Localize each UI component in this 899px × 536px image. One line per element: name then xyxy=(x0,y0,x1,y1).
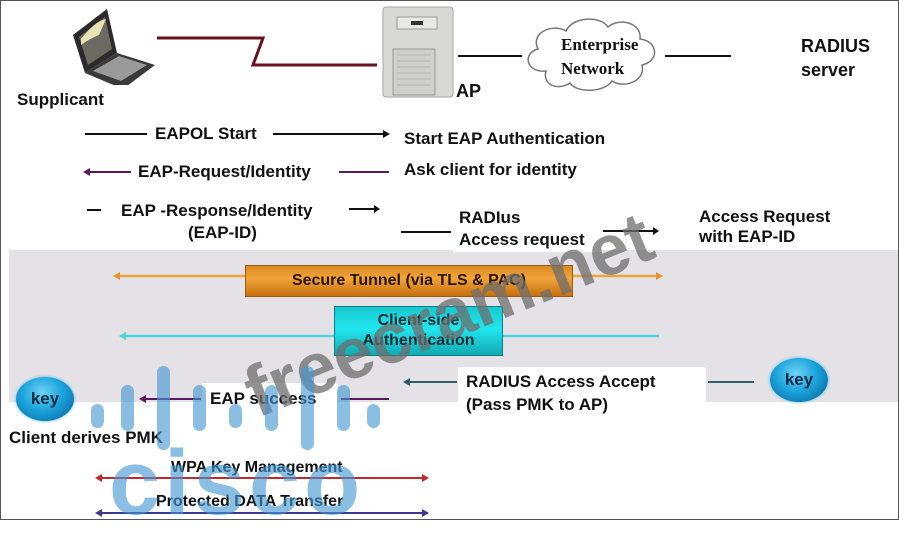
network-label-line1: Enterprise xyxy=(561,35,639,54)
access-point-icon xyxy=(382,6,454,98)
radius-request-arrow-tail xyxy=(401,231,451,233)
radius-accept-arrow xyxy=(403,378,457,386)
wireless-link xyxy=(157,36,377,67)
cloud-icon xyxy=(527,18,656,91)
wpa-key-mgmt-arrow xyxy=(95,474,429,482)
wpa-key-mgmt-label: WPA Key Management xyxy=(171,459,343,476)
start-eap-auth-label: Start EAP Authentication xyxy=(404,129,606,148)
server-key-label: key xyxy=(784,370,814,389)
protected-data-arrow xyxy=(95,509,429,517)
radius-access-accept-label-line1: RADIUS Access Accept xyxy=(466,372,656,391)
client-side-auth-label-line1: Client-side xyxy=(377,312,460,329)
secure-tunnel-box: Secure Tunnel (via TLS & PAC) xyxy=(245,265,573,297)
server-key-icon: key xyxy=(770,358,828,402)
radius-access-request-label-line2: Access request xyxy=(459,230,585,249)
eapol-start-label: EAPOL Start xyxy=(155,124,257,143)
eap-success-arrow-tail xyxy=(341,398,389,400)
secure-tunnel-label: Secure Tunnel (via TLS & PAC) xyxy=(291,272,527,289)
radius-accept-arrow-tail xyxy=(708,381,754,383)
eap-success-label: EAP success xyxy=(210,389,317,408)
eap-request-arrow-tail xyxy=(339,171,389,173)
ap-label: AP xyxy=(456,81,482,101)
eap-request-arrow xyxy=(83,168,131,176)
radius-access-accept-label-line2: (Pass PMK to AP) xyxy=(466,395,609,414)
eap-request-identity-label: EAP-Request/Identity xyxy=(138,162,311,181)
eapol-start-arrow xyxy=(273,130,390,138)
client-key-label: key xyxy=(30,389,60,408)
ap-network-link xyxy=(458,55,522,57)
access-request-label-line1: Access Request xyxy=(699,207,831,226)
laptop-icon xyxy=(73,9,155,85)
eapol-start-arrow-tail xyxy=(85,133,147,135)
radius-request-arrow xyxy=(603,227,659,235)
radius-label-line2: server xyxy=(801,60,856,80)
eap-response-identity-label-line2: (EAP-ID) xyxy=(188,223,257,242)
client-key-icon: key xyxy=(16,377,74,421)
access-request-label-line2: with EAP-ID xyxy=(699,227,796,246)
eap-response-identity-label-line1: EAP -Response/Identity xyxy=(121,201,313,220)
client-derives-pmk-label: Client derives PMK xyxy=(9,428,163,447)
supplicant-label: Supplicant xyxy=(17,90,104,109)
protected-data-label: Protected DATA Transfer xyxy=(156,493,344,510)
cisco-bar xyxy=(91,404,104,428)
client-side-auth-label-line2: Authentication xyxy=(362,332,475,349)
eap-response-arrow xyxy=(349,205,380,213)
radius-access-request-label-line1: RADIus xyxy=(459,208,521,227)
eap-response-arrow-tail xyxy=(87,209,101,211)
eap-success-arrow xyxy=(139,395,201,403)
radius-label-line1: RADIUS xyxy=(801,36,871,56)
network-label-line2: Network xyxy=(561,59,625,78)
ask-client-identity-label: Ask client for identity xyxy=(404,160,577,179)
cisco-bar xyxy=(367,404,380,428)
client-side-auth-box: Client-side Authentication xyxy=(334,306,503,356)
radius-access-request-box xyxy=(453,206,601,252)
network-radius-link xyxy=(665,55,731,57)
radius-access-accept-box xyxy=(458,367,706,417)
